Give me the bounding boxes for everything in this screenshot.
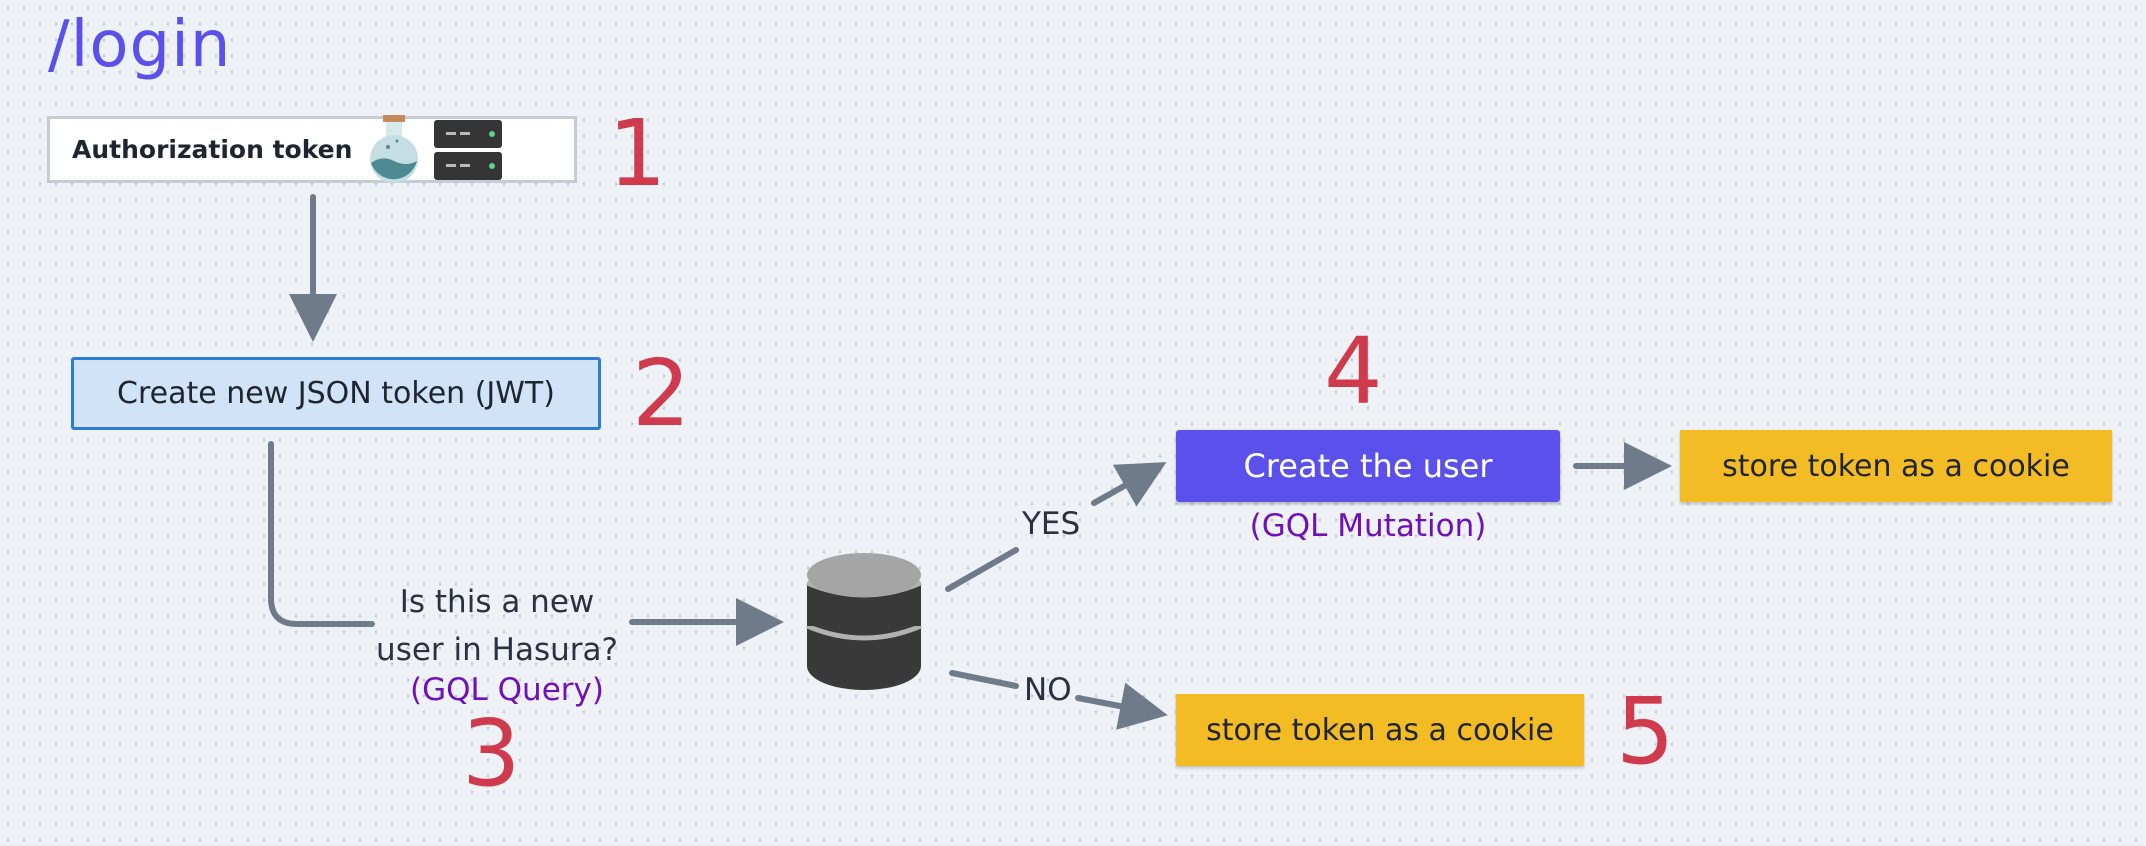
flask-icon	[370, 114, 419, 183]
create-user-box[interactable]: Create the user	[1176, 430, 1560, 502]
step-number-4: 4	[1324, 318, 1383, 425]
store-cookie-box-bottom[interactable]: store token as a cookie	[1176, 694, 1584, 766]
step-number-5: 5	[1616, 678, 1675, 785]
connector-jwt-to-question	[268, 441, 375, 627]
connector-yes-lower	[945, 547, 1019, 592]
connector-no-left	[949, 670, 1019, 689]
step-number-3: 3	[462, 700, 521, 807]
arrow-yes-to-create-user	[1091, 462, 1167, 507]
question-subtitle: (GQL Query)	[410, 672, 604, 708]
create-jwt-box[interactable]: Create new JSON token (JWT)	[71, 357, 601, 430]
question-line-2: user in Hasura?	[376, 632, 618, 668]
store-cookie-box-top[interactable]: store token as a cookie	[1680, 430, 2112, 502]
step-number-1: 1	[608, 100, 667, 207]
question-text: Is this a new user in Hasura?	[372, 578, 622, 674]
arrow-no-to-cookie	[1075, 682, 1168, 730]
create-user-subtitle: (GQL Mutation)	[1249, 508, 1487, 544]
question-line-1: Is this a new	[399, 584, 595, 620]
create-jwt-label: Create new JSON token (JWT)	[117, 376, 555, 411]
page-title: /login	[48, 8, 232, 82]
store-cookie-label-top: store token as a cookie	[1722, 448, 2070, 484]
server-icon	[434, 119, 503, 180]
authorization-token-label: Authorization token	[72, 135, 353, 164]
step-number-2: 2	[632, 340, 691, 447]
authorization-token-box[interactable]: Authorization token	[47, 114, 577, 183]
no-label: NO	[1024, 672, 1072, 708]
create-user-label: Create the user	[1243, 447, 1493, 485]
yes-label: YES	[1022, 506, 1081, 542]
database-icon	[806, 553, 922, 690]
store-cookie-label-bottom: store token as a cookie	[1206, 712, 1554, 748]
